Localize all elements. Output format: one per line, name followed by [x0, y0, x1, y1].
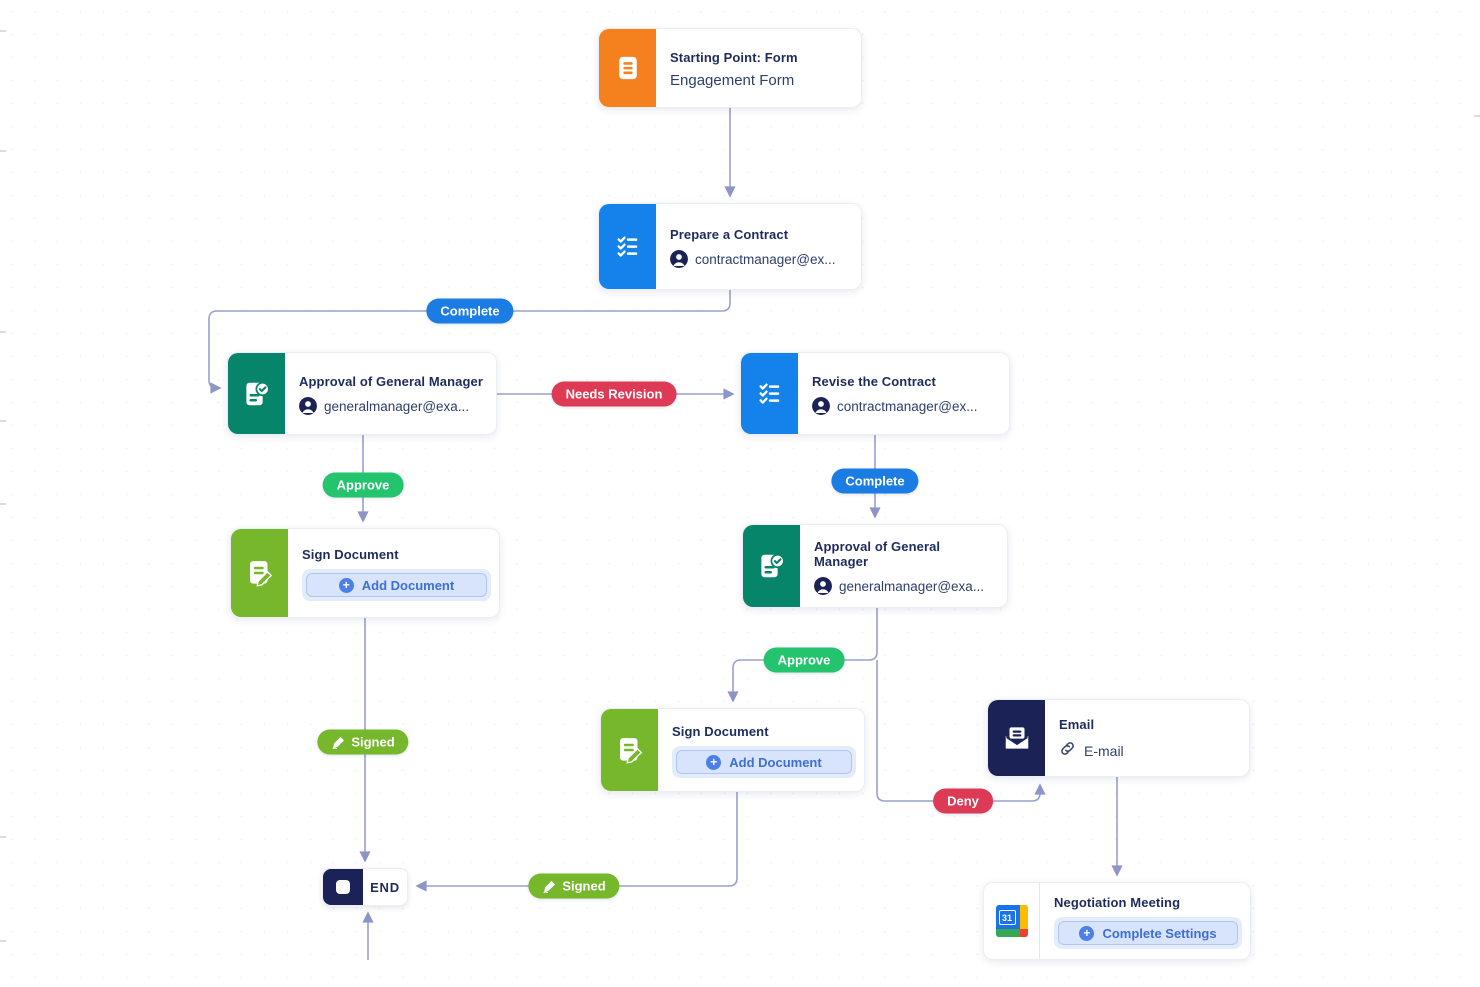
- complete-settings-panel: + Complete Settings: [1054, 917, 1242, 949]
- node-end[interactable]: END: [322, 868, 408, 906]
- badge-deny[interactable]: Deny: [933, 788, 993, 814]
- sign-icon: [231, 529, 288, 617]
- add-document-panel: + Add Document: [672, 746, 856, 778]
- button-label: Add Document: [729, 754, 822, 770]
- canvas-edge-tick: [0, 836, 6, 838]
- node-title: Sign Document: [672, 724, 769, 739]
- form-icon: [599, 29, 656, 107]
- email-link-row[interactable]: E-mail: [1059, 740, 1237, 762]
- node-title: Starting Point: Form: [670, 49, 798, 65]
- node-title: Sign Document: [302, 547, 399, 562]
- plus-icon: +: [338, 577, 354, 593]
- button-label: Complete Settings: [1102, 925, 1217, 941]
- badge-complete-2[interactable]: Complete: [831, 468, 919, 494]
- badge-approve-2[interactable]: Approve: [763, 647, 845, 673]
- pen-icon: [331, 735, 345, 749]
- badge-needs-revision[interactable]: Needs Revision: [551, 381, 677, 407]
- node-prepare-contract[interactable]: Prepare a Contract contractmanager@ex...: [598, 203, 862, 290]
- avatar-icon: [812, 397, 830, 415]
- canvas-edge-tick: [0, 331, 6, 333]
- badge-label: Needs Revision: [565, 386, 663, 402]
- assignee-row: contractmanager@ex...: [670, 250, 849, 268]
- node-title: Prepare a Contract: [670, 227, 789, 242]
- badge-label: Approve: [777, 652, 831, 668]
- assignee-email: generalmanager@exa...: [839, 578, 985, 594]
- node-approval-general-manager-2[interactable]: Approval of General Manager generalmanag…: [742, 524, 1008, 608]
- plus-icon: +: [1079, 925, 1095, 941]
- pen-icon: [542, 879, 556, 893]
- node-email[interactable]: Email E-mail: [987, 699, 1250, 777]
- badge-approve-1[interactable]: Approve: [322, 472, 404, 498]
- badge-signed-2[interactable]: Signed: [528, 873, 620, 899]
- canvas-edge-tick: [0, 940, 6, 942]
- node-approval-general-manager-1[interactable]: Approval of General Manager generalmanag…: [227, 352, 497, 435]
- badge-label: Approve: [336, 477, 390, 493]
- canvas-edge-tick: [0, 420, 6, 422]
- link-icon: [1059, 740, 1076, 762]
- add-document-panel: + Add Document: [302, 569, 491, 601]
- badge-label: Signed: [351, 734, 395, 750]
- node-title: Revise the Contract: [812, 374, 936, 389]
- node-negotiation-meeting[interactable]: 31 Negotiation Meeting + Complete Settin…: [983, 882, 1251, 960]
- stop-icon: [323, 869, 363, 905]
- assignee-row: contractmanager@ex...: [812, 397, 997, 415]
- canvas-edge-tick: [1474, 115, 1480, 117]
- node-sign-document-1[interactable]: Sign Document + Add Document: [230, 528, 500, 618]
- email-icon: [988, 700, 1045, 776]
- edge-signed2-to-end: [415, 792, 738, 892]
- canvas-edge-tick: [0, 503, 6, 505]
- assignee-email: contractmanager@ex...: [695, 251, 836, 267]
- assignee-email: contractmanager@ex...: [837, 398, 978, 414]
- node-starting-point-form[interactable]: Starting Point: Form Engagement Form: [598, 28, 862, 108]
- sign-icon: [601, 709, 658, 791]
- canvas-edge-tick: [0, 30, 6, 32]
- plus-icon: +: [706, 754, 722, 770]
- node-subtitle: Engagement Form: [670, 71, 795, 89]
- checklist-icon: [599, 204, 656, 289]
- badge-label: Signed: [562, 878, 606, 894]
- checklist-icon: [741, 353, 798, 434]
- badge-label: Deny: [947, 793, 979, 809]
- complete-settings-button[interactable]: + Complete Settings: [1058, 921, 1238, 945]
- approval-icon: [228, 353, 285, 434]
- avatar-icon: [670, 250, 688, 268]
- assignee-row: generalmanager@exa...: [299, 397, 484, 415]
- node-title: Negotiation Meeting: [1054, 895, 1181, 910]
- button-label: Add Document: [361, 577, 455, 593]
- node-title: Email: [1059, 716, 1095, 732]
- assignee-row: generalmanager@exa...: [814, 577, 995, 595]
- add-document-button[interactable]: + Add Document: [306, 573, 487, 597]
- node-title: Approval of General Manager: [299, 374, 484, 389]
- badge-complete-1[interactable]: Complete: [426, 298, 514, 324]
- avatar-icon: [814, 577, 832, 595]
- email-link-label: E-mail: [1084, 742, 1124, 759]
- node-sign-document-2[interactable]: Sign Document + Add Document: [600, 708, 865, 792]
- canvas-edge-tick: [0, 150, 6, 152]
- add-document-button[interactable]: + Add Document: [676, 750, 852, 774]
- avatar-icon: [299, 397, 317, 415]
- calendar-day: 31: [998, 910, 1016, 925]
- node-revise-contract[interactable]: Revise the Contract contractmanager@ex..…: [740, 352, 1010, 435]
- approval-icon: [743, 525, 800, 607]
- badge-label: Complete: [440, 303, 500, 319]
- node-title: Approval of General Manager: [814, 539, 941, 569]
- badge-signed-1[interactable]: Signed: [317, 729, 409, 755]
- badge-label: Complete: [845, 473, 905, 489]
- assignee-email: generalmanager@exa...: [324, 398, 470, 414]
- end-label: END: [370, 879, 400, 895]
- google-calendar-icon: 31: [984, 883, 1040, 959]
